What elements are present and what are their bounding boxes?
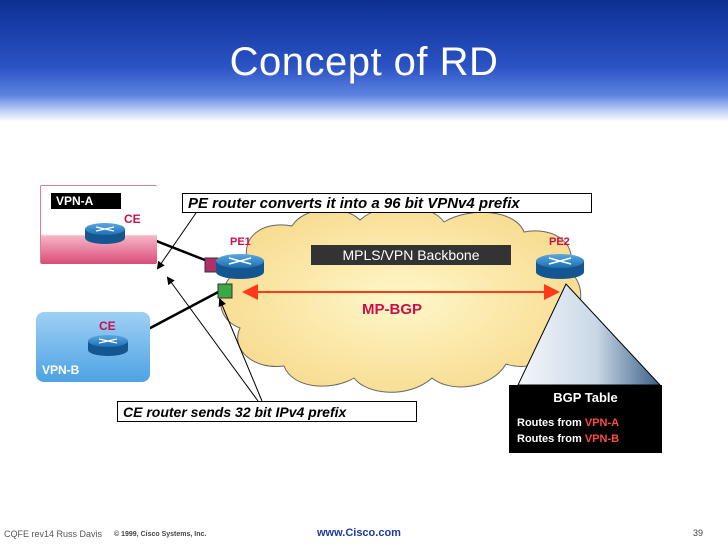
bgp-row-vpn: VPN-B	[584, 433, 620, 445]
footer-copyright: © 1999, Cisco Systems, Inc.	[114, 531, 207, 538]
bgp-table: BGP Table Routes from VPN-A Routes from …	[509, 385, 662, 453]
bgp-row-vpn: VPN-A	[584, 417, 620, 429]
arrow-ce-callout-b	[218, 298, 263, 402]
pe2-label: PE2	[549, 236, 570, 248]
vpn-b-label: VPN-B	[42, 363, 80, 377]
bgp-table-title: BGP Table	[553, 390, 618, 405]
mp-bgp-label: MP-BGP	[362, 301, 422, 318]
arrow-ce-callout-a	[166, 276, 259, 402]
footer-url[interactable]: www.Cisco.com	[317, 527, 401, 539]
vpn-a-label: VPN-A	[51, 193, 121, 209]
backbone-label: MPLS/VPN Backbone	[311, 245, 511, 265]
pe1-label: PE1	[230, 236, 251, 248]
pe2-router-icon	[536, 254, 584, 279]
pe1-vrf-b-interface	[217, 283, 233, 299]
bgp-table-row: Routes from VPN-B	[517, 433, 619, 445]
bgp-row-prefix: Routes from	[517, 433, 582, 445]
ce-b-label: CE	[99, 319, 116, 333]
bgp-table-row: Routes from VPN-A	[517, 417, 619, 429]
pe1-router-icon	[216, 254, 264, 279]
arrow-pe-callout	[156, 212, 197, 270]
title-bar	[0, 0, 728, 122]
page-number: 39	[693, 528, 704, 538]
bgp-row-prefix: Routes from	[517, 417, 582, 429]
ce-callout: CE router sends 32 bit IPv4 prefix	[117, 401, 417, 422]
footer-course-label: CQFE rev14 Russ Davis	[4, 529, 103, 539]
mpls-cloud	[220, 205, 582, 393]
slide-title: Concept of RD	[229, 40, 499, 84]
ce-a-label: CE	[124, 212, 141, 226]
pe-callout: PE router converts it into a 96 bit VPNv…	[182, 193, 592, 213]
